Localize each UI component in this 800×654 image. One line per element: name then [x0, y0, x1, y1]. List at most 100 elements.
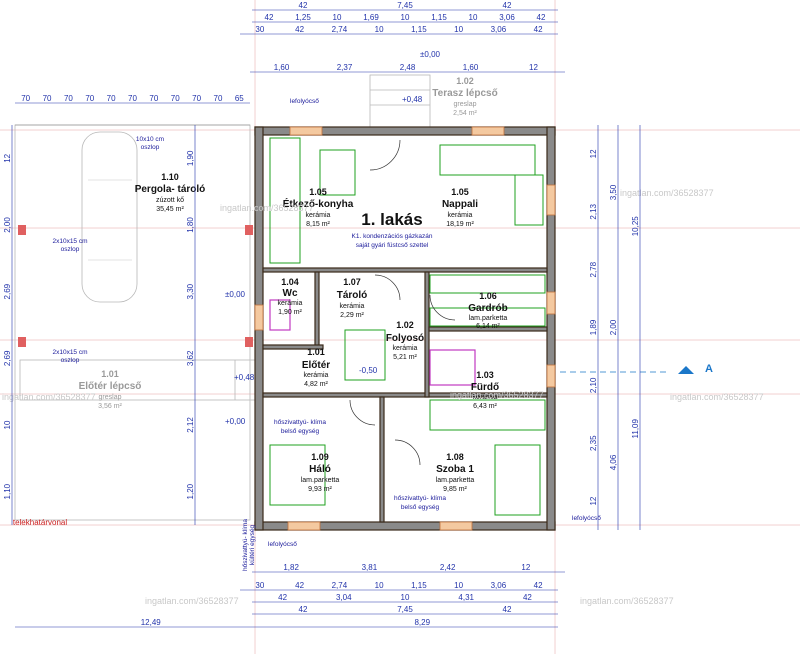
- column-label-4: oszlop: [61, 246, 80, 253]
- top-dim-2-value: 10: [333, 13, 342, 22]
- room-103: 1.03 Fürdő kerámia 6,43 m²: [471, 370, 499, 410]
- room-area: 1,90 m²: [278, 309, 302, 316]
- room-name: Tároló: [337, 290, 368, 301]
- room-name: Háló: [309, 464, 331, 475]
- room-name: Előtér: [302, 360, 330, 371]
- furniture: [269, 137, 546, 516]
- top-dim-3-value: 10: [375, 25, 384, 34]
- room-finish: lam.parketta: [436, 477, 475, 484]
- room-name: Terasz lépcső: [432, 88, 497, 99]
- room-finish: kerámia: [340, 303, 365, 310]
- boiler-note-2: saját gyári füstcső szettel: [356, 242, 429, 249]
- bottom-dim-2-value: 42: [295, 581, 304, 590]
- room-number: 1.03: [476, 370, 494, 380]
- top-dim-3-value: 10: [454, 25, 463, 34]
- room-area: 2,29 m²: [340, 312, 364, 319]
- right-dim-1-value: 12: [589, 149, 598, 158]
- bottom-dim-1-value: 1,82: [283, 563, 299, 572]
- right-dim-1-value: 2,10: [589, 377, 598, 393]
- windows: [254, 126, 556, 531]
- car-outline: [81, 131, 138, 303]
- room-number: 1.08: [446, 452, 464, 462]
- top-dim-3-value: 3,06: [491, 25, 507, 34]
- room-finish: kerámia: [304, 372, 329, 379]
- top-dim-4-value: 12: [529, 63, 538, 72]
- pergola-dim-value: 70: [149, 94, 158, 103]
- column-marker: [245, 337, 253, 347]
- apartment-label: 1. lakás: [361, 210, 422, 229]
- room-finish: kerámia: [278, 300, 303, 307]
- room-107: 1.07 Tároló kerámia 2,29 m²: [337, 277, 368, 319]
- top-dim-1-value: 42: [299, 1, 308, 10]
- room-name: Gardrób: [468, 303, 507, 314]
- bottom-dim-4-value: 42: [299, 605, 308, 614]
- watermark: ingatlan.com/36528377: [670, 392, 764, 402]
- column-marker: [245, 225, 253, 235]
- clima-note-4: belső egység: [401, 504, 440, 511]
- column-marker: [18, 225, 26, 235]
- room-finish: kerámia: [448, 212, 473, 219]
- room-105a: 1.05 Étkező-konyha kerámia 8,15 m²: [283, 187, 354, 228]
- top-dim-4-value: 2,48: [400, 63, 416, 72]
- top-dim-2-value: 1,25: [295, 13, 311, 22]
- room-name: Fürdő: [471, 382, 499, 393]
- room-105b: 1.05 Nappali kerámia 18,19 m²: [442, 187, 478, 228]
- bottom-dim-1-value: 12: [521, 563, 530, 572]
- downpipe-label: lefolyócső: [290, 98, 319, 105]
- top-dim-2-value: 42: [537, 13, 546, 22]
- pergola-dim-value: 70: [192, 94, 201, 103]
- right-dim-2-value: 2,00: [609, 319, 618, 335]
- top-dim-2-value: 1,15: [431, 13, 447, 22]
- doors: [349, 139, 456, 466]
- bottom-dim-5-value: 8,29: [414, 618, 430, 627]
- top-dim-4-value: 2,37: [337, 63, 353, 72]
- room-number: 1.02: [456, 76, 474, 86]
- top-dim-3-value: 1,15: [411, 25, 427, 34]
- room-109: 1.09 Háló lam.parketta 9,93 m²: [301, 452, 340, 493]
- room-101-entry-stairs: 1.01 Előtér lépcső greslap 3,56 m²: [79, 369, 142, 410]
- room-area: 6,14 m²: [476, 323, 500, 330]
- right-dim-1-value: 12: [589, 496, 598, 505]
- right-dim-1-value: 1,89: [589, 319, 598, 335]
- right-dim-1-value: 2,78: [589, 261, 598, 277]
- watermark: ingatlan.com/36528377: [620, 188, 714, 198]
- pergola-dim-value: 65: [235, 94, 244, 103]
- column-label-5: 2x10x15 cm: [52, 349, 87, 356]
- room-number: 1.07: [343, 277, 361, 287]
- bottom-dim-3-value: 3,04: [336, 593, 352, 602]
- top-dim-3-value: 30: [255, 25, 264, 34]
- top-dim-2-value: 1,69: [363, 13, 379, 22]
- column-marker: [18, 337, 26, 347]
- room-finish: kerámia: [393, 345, 418, 352]
- level-mark: ±0,00: [225, 290, 246, 299]
- bottom-dim-3-value: 4,31: [458, 593, 474, 602]
- room-area: 5,21 m²: [393, 354, 417, 361]
- top-dim-2-value: 10: [469, 13, 478, 22]
- right-dim-1-value: 2,35: [589, 435, 598, 451]
- level-mark: +0,48: [234, 373, 255, 382]
- pergola-dim-value: 70: [43, 94, 52, 103]
- room-number: 1.05: [309, 187, 327, 197]
- left-dim-2-value: 1,80: [186, 217, 195, 233]
- room-area: 18,19 m²: [446, 221, 474, 228]
- boundary-label: telekhatárvonal: [13, 518, 67, 527]
- left-dim-1-value: 10: [3, 420, 12, 429]
- watermark: ingatlan.com/36528377: [2, 392, 96, 402]
- room-number: 1.01: [101, 369, 119, 379]
- pergola-area: [14, 124, 253, 521]
- watermark: ingatlan.com/36528377: [220, 203, 314, 213]
- right-dim-3-value: 10,25: [631, 216, 640, 237]
- room-finish: greslap: [99, 394, 122, 401]
- bottom-dim-4-value: 42: [503, 605, 512, 614]
- section-label: A: [705, 363, 713, 375]
- top-dim-4-value: 1,60: [463, 63, 479, 72]
- watermark: ingatlan.com/36528377: [580, 596, 674, 606]
- room-area: 3,56 m²: [98, 403, 122, 410]
- top-dim-3-value: 42: [295, 25, 304, 34]
- bottom-dim-3-value: 42: [278, 593, 287, 602]
- left-dim-1-value: 2,00: [3, 217, 12, 233]
- room-number: 1.04: [281, 277, 299, 287]
- left-dim-1-value: 1,10: [3, 483, 12, 499]
- room-number: 1.02: [396, 320, 414, 330]
